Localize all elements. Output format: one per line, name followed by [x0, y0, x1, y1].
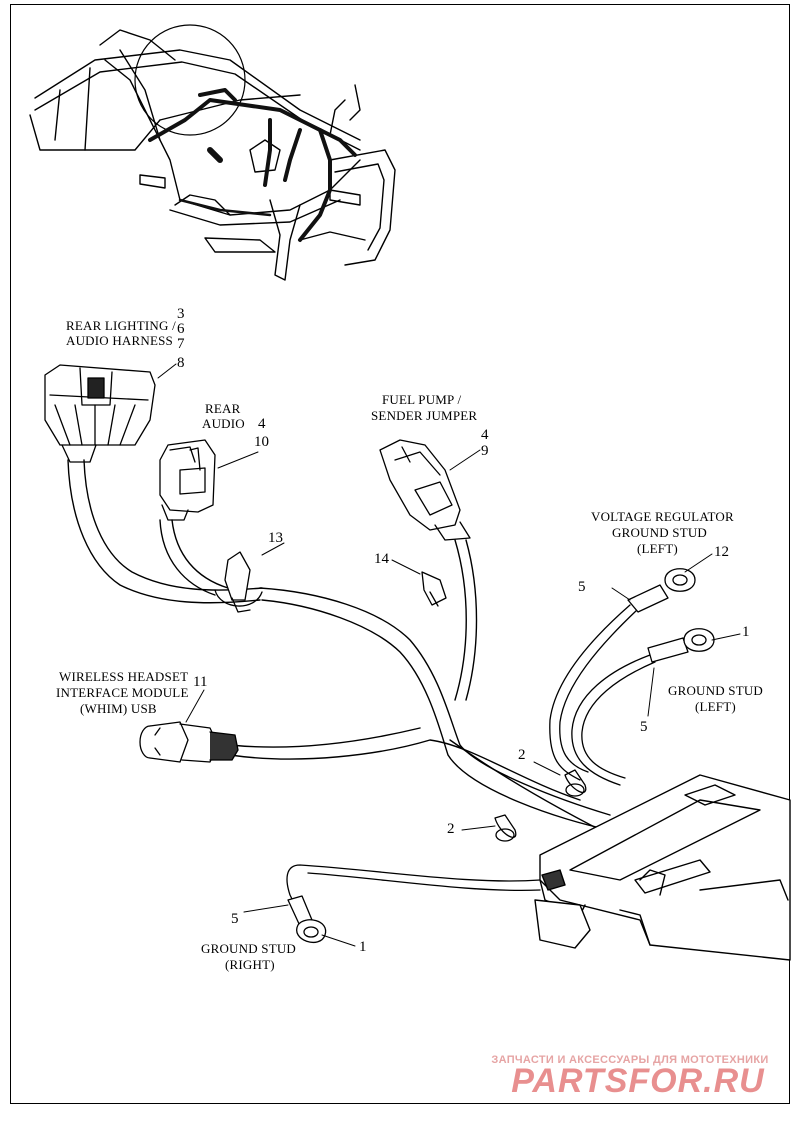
label-ground-stud-left: GROUND STUD: [668, 683, 764, 698]
callout-10: 10: [254, 434, 269, 450]
label-whim-3: (WHIM) USB: [80, 701, 157, 716]
callout-6: 6: [177, 321, 185, 337]
callout-11: 11: [193, 674, 208, 690]
fuel-pump-connector: [379, 439, 471, 541]
label-voltage-regulator: VOLTAGE REGULATOR: [591, 509, 734, 524]
label-fuel-pump: FUEL PUMP /: [382, 392, 462, 407]
callout-3: 3: [177, 306, 185, 322]
callout-1-left: 1: [742, 624, 750, 640]
callout-2-lower: 2: [447, 821, 455, 837]
watermark-logo: PARTSFOR.RU: [511, 1062, 765, 1100]
rear-lighting-connector: [44, 364, 156, 463]
callout-7: 7: [177, 336, 185, 352]
label-left-vr: (LEFT): [637, 541, 678, 556]
clamps: [494, 769, 587, 842]
callout-2-upper: 2: [518, 747, 526, 763]
callout-8: 8: [177, 355, 185, 371]
rear-audio-connector: [159, 439, 216, 521]
callout-12: 12: [714, 544, 729, 560]
label-left: (LEFT): [695, 699, 736, 714]
leader-lines: [157, 363, 741, 947]
ground-wire-right: [286, 864, 541, 944]
label-ground-stud-vr: GROUND STUD: [612, 525, 708, 540]
main-harness: [67, 459, 621, 841]
callout-4-rear-audio: 4: [258, 416, 266, 432]
label-sender-jumper: SENDER JUMPER: [371, 408, 478, 423]
label-rear: REAR: [205, 401, 241, 416]
watermark-tagline: ЗАПЧАСТИ И АКСЕССУАРЫ ДЛЯ МОТОТЕХНИКИ: [491, 1054, 769, 1066]
label-audio-harness: AUDIO HARNESS: [66, 333, 173, 348]
label-audio: AUDIO: [202, 416, 245, 431]
clip-14: [421, 571, 447, 607]
label-right: (RIGHT): [225, 957, 275, 972]
callout-5-upper: 5: [578, 579, 586, 595]
whim-usb-connector: [139, 721, 239, 763]
cable-strap: [214, 551, 263, 613]
harness-overview: [148, 88, 357, 242]
callout-9: 9: [481, 443, 489, 459]
frame-overview: [29, 24, 396, 281]
callout-5-lower: 5: [640, 719, 648, 735]
callout-4-fuel-pump: 4: [481, 427, 489, 443]
callout-1-right: 1: [359, 939, 367, 955]
label-whim-1: WIRELESS HEADSET: [59, 669, 189, 684]
label-ground-stud-right: GROUND STUD: [201, 941, 297, 956]
label-rear-lighting: REAR LIGHTING /: [66, 318, 176, 333]
callout-13: 13: [268, 530, 283, 546]
ground-wires-left: [549, 568, 715, 786]
label-whim-2: INTERFACE MODULE: [56, 685, 189, 700]
callout-5-right: 5: [231, 911, 239, 927]
callout-14: 14: [374, 551, 389, 567]
diagram-frame: [10, 4, 790, 1104]
harness-bracket: [534, 774, 791, 961]
